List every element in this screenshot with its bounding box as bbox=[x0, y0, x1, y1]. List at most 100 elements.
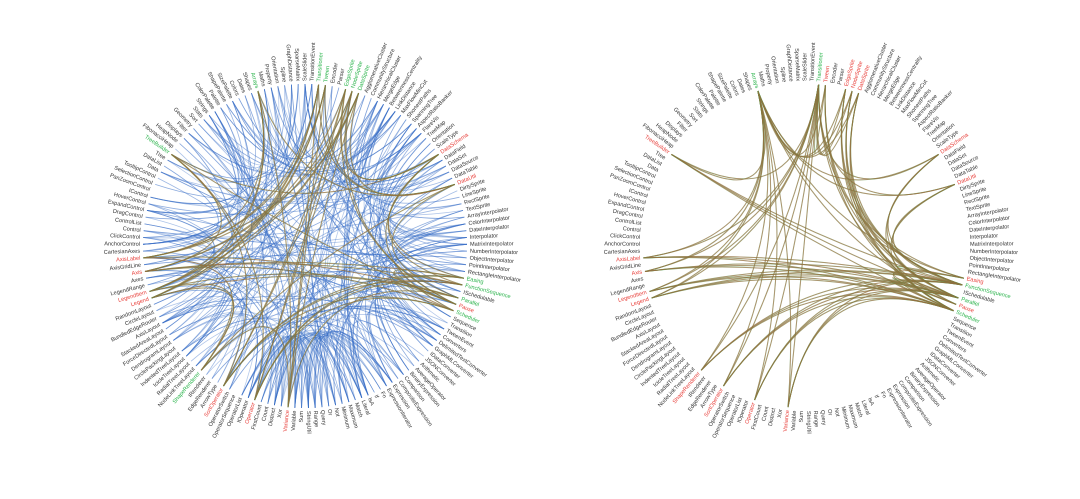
edge-blue bbox=[159, 111, 242, 318]
edge-red bbox=[700, 287, 959, 371]
edge-green bbox=[723, 90, 772, 387]
edge-red bbox=[151, 85, 326, 299]
edge-green bbox=[891, 183, 959, 299]
edge-blue bbox=[308, 337, 343, 409]
node-label-encoder: Encoder bbox=[330, 62, 339, 84]
edge-blue bbox=[190, 310, 424, 362]
edge-blue bbox=[294, 338, 303, 409]
edge-green bbox=[816, 84, 853, 156]
node-label-icontrol: IControl bbox=[128, 188, 148, 200]
edge-blue bbox=[188, 100, 378, 174]
edge-blue bbox=[143, 230, 466, 266]
edge-green bbox=[171, 153, 248, 387]
edge-green bbox=[143, 257, 233, 371]
node-label-legend: Legend bbox=[130, 297, 150, 309]
edge-blue bbox=[346, 107, 390, 396]
node-label-distinct: Distinct bbox=[268, 407, 277, 427]
node-label-axis-grid-line: AxisGridLine bbox=[109, 263, 141, 273]
node-label-matrix-interpolator: MatrixInterpolator bbox=[470, 241, 514, 247]
edge-blue bbox=[321, 165, 447, 408]
edge-green bbox=[643, 256, 959, 299]
edge-blue bbox=[146, 270, 219, 318]
edge-blue bbox=[195, 243, 468, 367]
edge-blue bbox=[144, 111, 396, 266]
node-label-literal: Literal bbox=[360, 400, 371, 416]
node-label-parser: Parser bbox=[837, 68, 846, 86]
edge-blue bbox=[307, 338, 316, 409]
edge-green bbox=[754, 90, 778, 401]
node-label-minimum: Minimum bbox=[340, 406, 351, 430]
edge-blue bbox=[260, 337, 296, 408]
node-label-tween: Tween bbox=[823, 66, 831, 83]
edge-blue bbox=[188, 115, 402, 177]
edge-red bbox=[345, 90, 457, 305]
edge-blue bbox=[314, 331, 387, 408]
node-label-transitioner: Transitioner bbox=[316, 52, 324, 82]
node-label-sum: Sum bbox=[799, 411, 805, 423]
edge-red bbox=[757, 90, 955, 197]
edge-blue bbox=[274, 338, 309, 409]
edge-green bbox=[345, 90, 457, 305]
node-label-interpolator: Interpolator bbox=[470, 233, 499, 240]
node-label-transition-event: TransitionEvent bbox=[809, 42, 817, 81]
edge-red bbox=[644, 90, 765, 272]
node-label-spline: Spline bbox=[779, 67, 787, 83]
edge-blue bbox=[157, 177, 399, 379]
edge-blue bbox=[169, 311, 316, 408]
edge-blue bbox=[274, 337, 336, 406]
edge-red bbox=[143, 256, 459, 299]
edge-blue bbox=[173, 100, 378, 341]
node-label-tree: Tree bbox=[654, 150, 667, 161]
edge-green bbox=[200, 326, 290, 408]
edge-blue bbox=[364, 104, 462, 210]
node-label-object-interpolator: ObjectInterpolator bbox=[469, 256, 514, 265]
node-label-axes: Axes bbox=[131, 276, 145, 284]
edge-blue bbox=[232, 100, 378, 164]
edge-red bbox=[643, 90, 764, 259]
node-label-anchor-control: AnchorControl bbox=[104, 241, 140, 247]
edge-blue bbox=[308, 333, 381, 409]
edge-blue bbox=[294, 338, 309, 409]
edge-green bbox=[757, 90, 964, 279]
edge-red bbox=[287, 290, 459, 408]
edge-green bbox=[144, 153, 222, 273]
edge-green bbox=[649, 84, 820, 293]
edge-green bbox=[757, 90, 792, 408]
edge-blue bbox=[260, 337, 296, 408]
node-label-click-control: ClickControl bbox=[610, 233, 640, 241]
node-label-data: Data bbox=[646, 163, 660, 174]
edge-red bbox=[649, 84, 820, 292]
edge-blue bbox=[260, 334, 363, 403]
node-label-pause: Pause bbox=[958, 303, 975, 314]
edge-blue bbox=[378, 123, 468, 245]
edge-blue bbox=[274, 337, 288, 406]
node-label-spline: Spline bbox=[279, 67, 287, 83]
edge-blue bbox=[156, 115, 239, 312]
node-label-easing: Easing bbox=[466, 276, 484, 285]
node-label-cartesian-axes: CartesianAxes bbox=[604, 249, 641, 256]
node-label-axes: Axes bbox=[631, 276, 645, 284]
edge-blue bbox=[254, 335, 350, 403]
edge-blue bbox=[287, 107, 390, 408]
edge-blue bbox=[144, 270, 277, 406]
edge-red bbox=[200, 326, 290, 408]
edge-blue bbox=[247, 330, 381, 398]
edge-green bbox=[151, 90, 265, 299]
node-label-parallel: Parallel bbox=[960, 297, 980, 309]
edge-red bbox=[671, 90, 766, 181]
edge-blue bbox=[319, 95, 366, 408]
edge-blue bbox=[294, 333, 381, 408]
edge-red bbox=[143, 257, 233, 371]
node-label-encoder: Encoder bbox=[830, 62, 839, 84]
edge-blue bbox=[226, 104, 443, 185]
node-label-match: Match bbox=[353, 402, 363, 418]
node-label-orientation: Orientation bbox=[269, 56, 280, 84]
edge-blue bbox=[324, 95, 366, 407]
edge-green bbox=[387, 153, 464, 279]
edge-blue bbox=[241, 177, 453, 396]
edge-green bbox=[700, 90, 769, 371]
edge-blue bbox=[198, 123, 441, 336]
edge-blue bbox=[368, 292, 457, 383]
